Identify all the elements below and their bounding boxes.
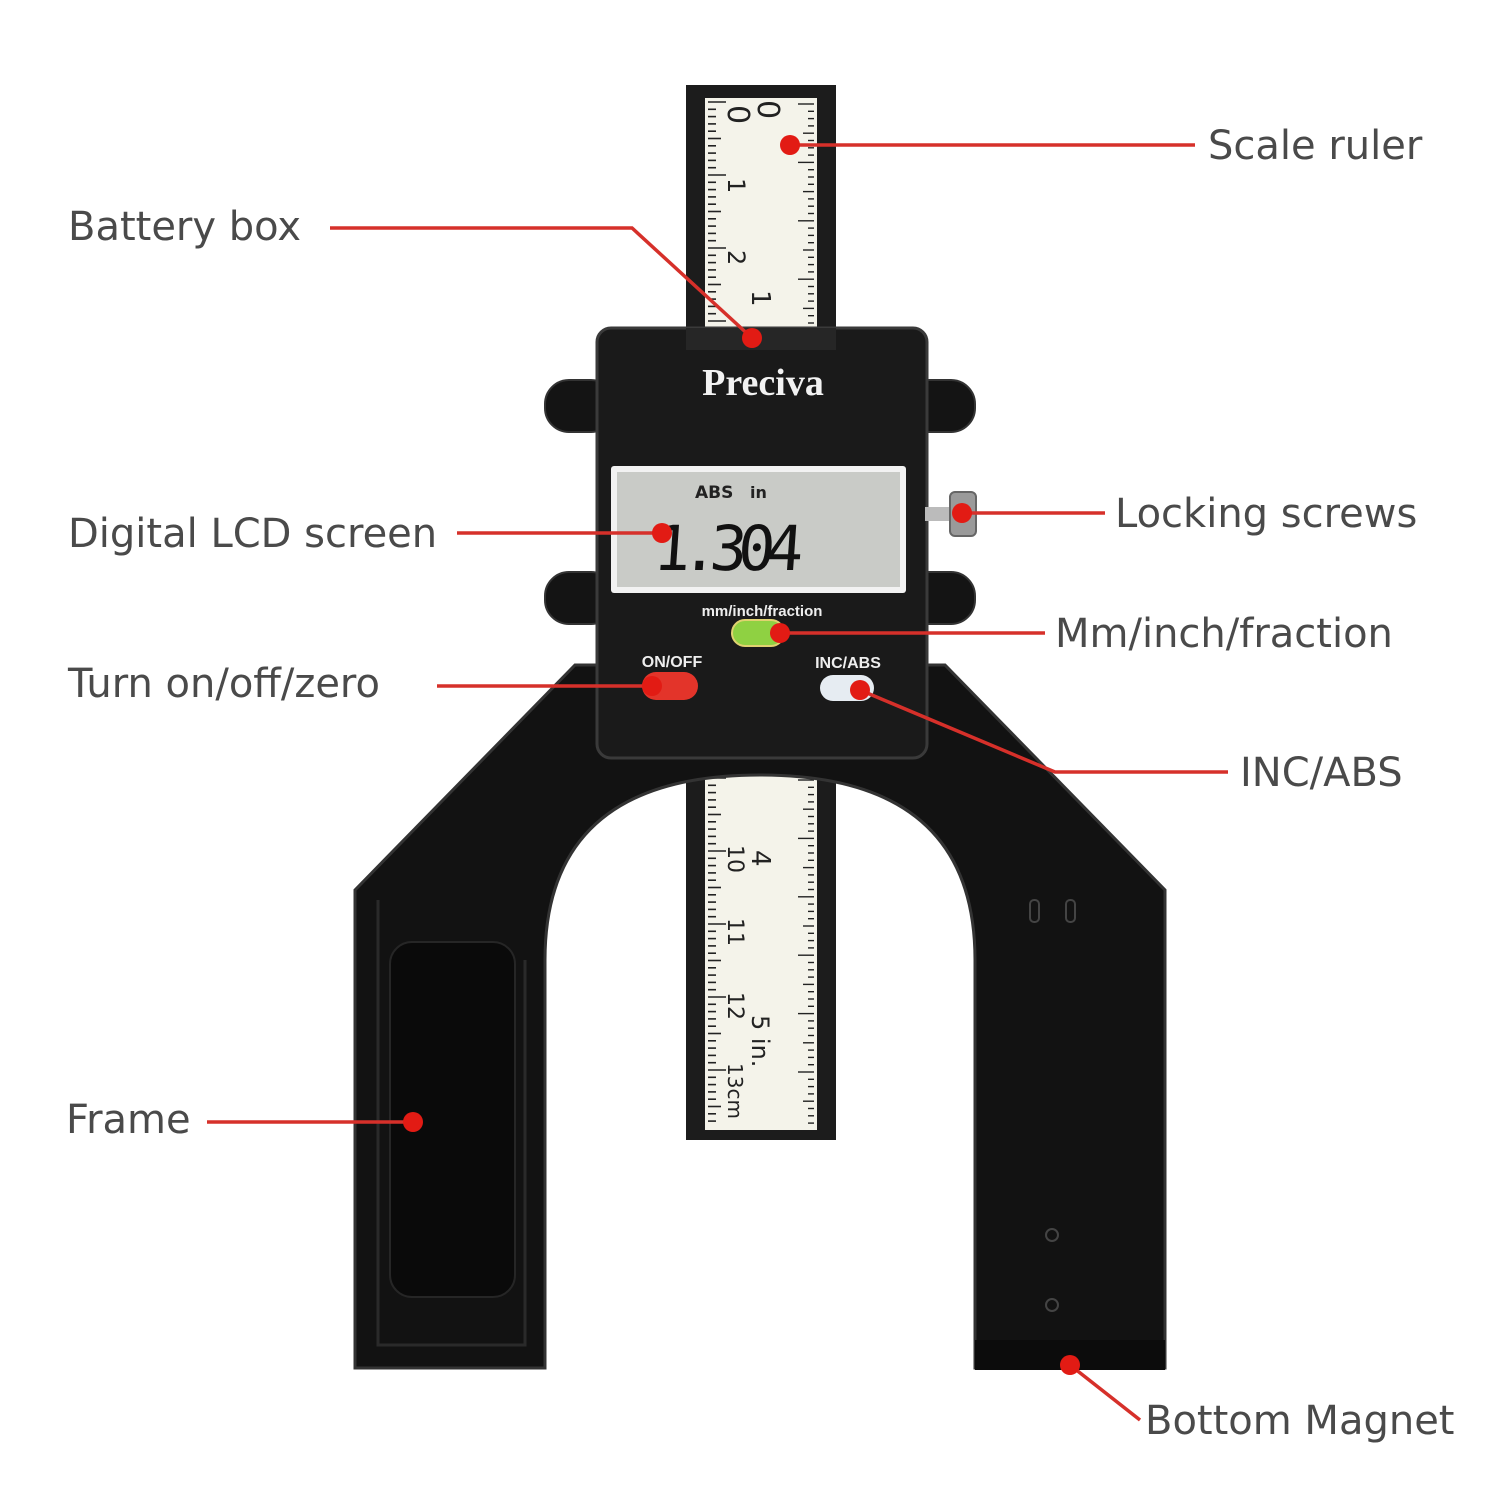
callout-locking-screws: Locking screws [952,491,1417,537]
inc-abs-button-label: INC/ABS [815,655,881,672]
svg-text:INC/ABS: INC/ABS [1240,750,1403,796]
lcd-unit: in [750,483,767,502]
svg-text:Scale ruler: Scale ruler [1208,123,1423,169]
svg-text:Mm/inch/fraction: Mm/inch/fraction [1055,611,1393,657]
svg-text:Bottom Magnet: Bottom Magnet [1145,1398,1455,1444]
frame [353,663,1167,1370]
callout-unit-button: Mm/inch/fraction [770,611,1393,657]
svg-text:Digital LCD screen: Digital LCD screen [68,511,437,557]
svg-text:Turn on/off/zero: Turn on/off/zero [67,661,380,707]
callout-frame: Frame [66,1097,423,1143]
display-head: Preciva ABS in 1.304 mm/inch/fraction ON… [544,326,977,760]
callout-battery-box: Battery box [68,204,762,348]
brand-logo: Preciva [702,362,824,404]
ruler-inch-0: 0 [750,100,785,119]
callout-lcd-screen: Digital LCD screen [68,511,672,557]
lcd-mode: ABS [695,483,733,503]
svg-text:Frame: Frame [66,1097,191,1143]
ruler-cm-1: 1 [722,178,750,193]
unit-button-label: mm/inch/fraction [702,603,823,620]
callout-inc-abs: INC/ABS [850,680,1403,796]
callout-power-button: Turn on/off/zero [67,661,662,707]
ruler-inch-5: 5 in. [746,1015,774,1067]
power-button-label: ON/OFF [642,654,703,671]
lcd-reading: 1.304 [651,512,806,585]
callout-scale-ruler: Scale ruler [780,123,1423,169]
ruler-cm-10: 10 [722,845,747,873]
callout-bottom-magnet: Bottom Magnet [1060,1355,1455,1444]
ruler-cm-11: 11 [722,918,747,946]
svg-text:Battery box: Battery box [68,204,301,250]
ruler-cm-0: 0 [720,105,755,124]
svg-text:Locking screws: Locking screws [1115,491,1417,537]
ruler-inch-4: 4 [745,850,775,867]
ruler-inch-1: 1 [745,290,775,307]
locking-screw-shaft [925,507,953,521]
ruler-cm-13: 13cm [723,1063,747,1119]
ruler-cm-2: 2 [722,250,750,265]
frame-grip-pad [389,941,516,1298]
ruler-cm-12: 12 [722,992,747,1020]
scale-ruler: 0 1 2 0 1 10 11 12 13cm 4 5 in. [686,85,836,1140]
